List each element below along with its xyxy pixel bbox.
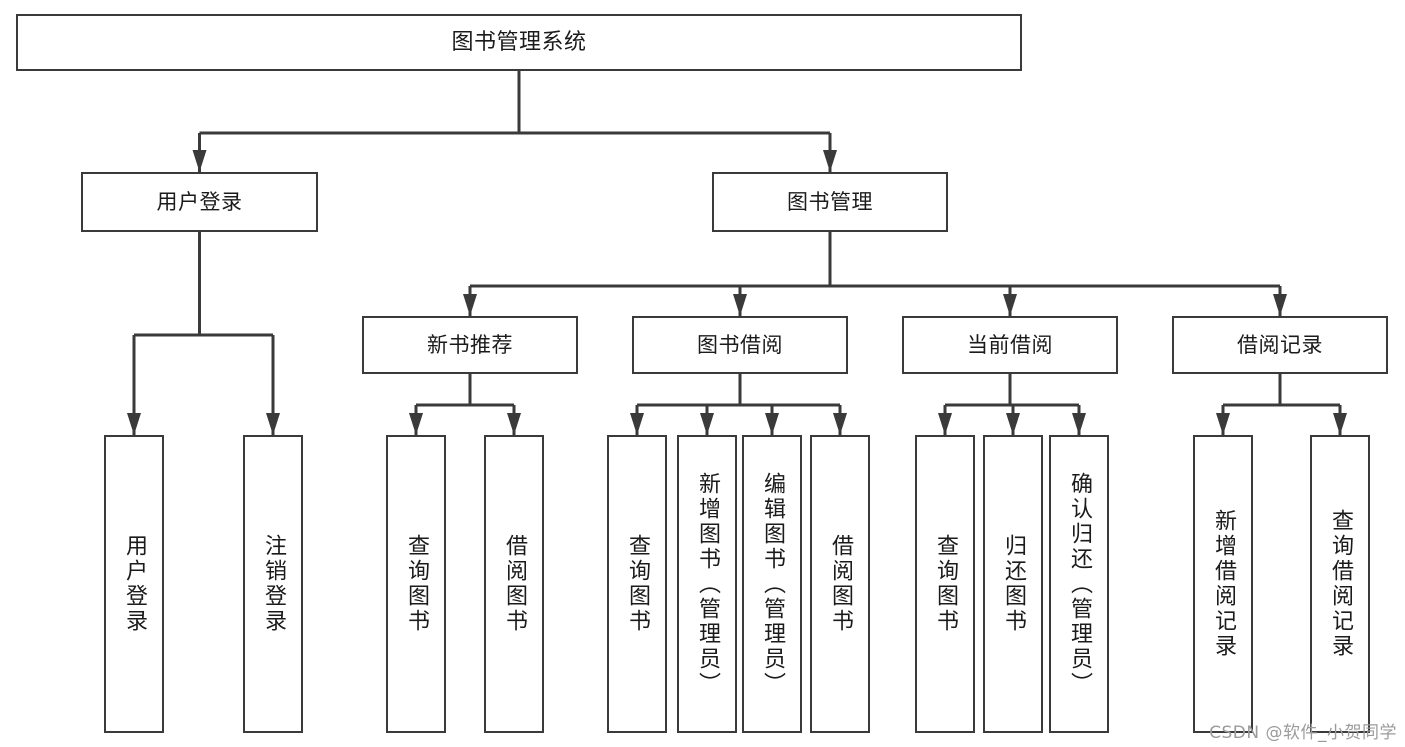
node-label: 用户登录 xyxy=(122,534,147,634)
node-leaf-query-book-3[interactable]: 查询图书 xyxy=(915,435,975,733)
node-label: 用户登录 xyxy=(156,189,243,214)
node-leaf-edit-book[interactable]: 编辑图书（管理员） xyxy=(742,435,802,733)
node-label: 借阅图书 xyxy=(828,534,853,634)
node-leaf-borrow-book-2[interactable]: 借阅图书 xyxy=(810,435,870,733)
node-leaf-add-record[interactable]: 新增借阅记录 xyxy=(1193,435,1253,733)
node-label: 图书管理系统 xyxy=(451,29,587,55)
node-label: 确认归还（管理员） xyxy=(1067,471,1092,697)
node-label: 图书借阅 xyxy=(697,332,783,357)
node-leaf-query-book-2[interactable]: 查询图书 xyxy=(607,435,667,733)
node-label: 查询图书 xyxy=(404,534,429,634)
node-label: 注销登录 xyxy=(261,534,286,634)
node-label: 图书管理 xyxy=(787,189,873,214)
node-label: 归还图书 xyxy=(1001,534,1026,634)
node-root[interactable]: 图书管理系统 xyxy=(16,14,1022,71)
node-leaf-borrow-book-1[interactable]: 借阅图书 xyxy=(484,435,544,733)
node-leaf-query-book-1[interactable]: 查询图书 xyxy=(386,435,446,733)
node-borrow-record[interactable]: 借阅记录 xyxy=(1172,316,1388,374)
node-leaf-query-record[interactable]: 查询借阅记录 xyxy=(1310,435,1370,733)
node-current-borrow[interactable]: 当前借阅 xyxy=(902,316,1118,374)
node-label: 新增借阅记录 xyxy=(1211,509,1236,659)
node-label: 借阅记录 xyxy=(1237,332,1323,357)
node-user-login[interactable]: 用户登录 xyxy=(81,172,318,232)
node-label: 查询图书 xyxy=(933,534,958,634)
node-leaf-user-logout[interactable]: 注销登录 xyxy=(243,435,303,733)
node-label: 借阅图书 xyxy=(502,534,527,634)
node-book-borrow[interactable]: 图书借阅 xyxy=(632,316,848,374)
node-label: 新增图书（管理员） xyxy=(695,471,720,697)
node-label: 当前借阅 xyxy=(967,332,1053,357)
node-label: 新书推荐 xyxy=(427,332,513,357)
node-leaf-confirm-return[interactable]: 确认归还（管理员） xyxy=(1049,435,1109,733)
node-new-book-rec[interactable]: 新书推荐 xyxy=(362,316,578,374)
node-label: 查询图书 xyxy=(625,534,650,634)
node-leaf-add-book[interactable]: 新增图书（管理员） xyxy=(677,435,737,733)
node-label: 编辑图书（管理员） xyxy=(760,471,785,697)
node-leaf-user-login[interactable]: 用户登录 xyxy=(104,435,164,733)
node-leaf-return-book[interactable]: 归还图书 xyxy=(983,435,1043,733)
node-book-manage[interactable]: 图书管理 xyxy=(712,172,948,232)
node-label: 查询借阅记录 xyxy=(1328,509,1353,659)
